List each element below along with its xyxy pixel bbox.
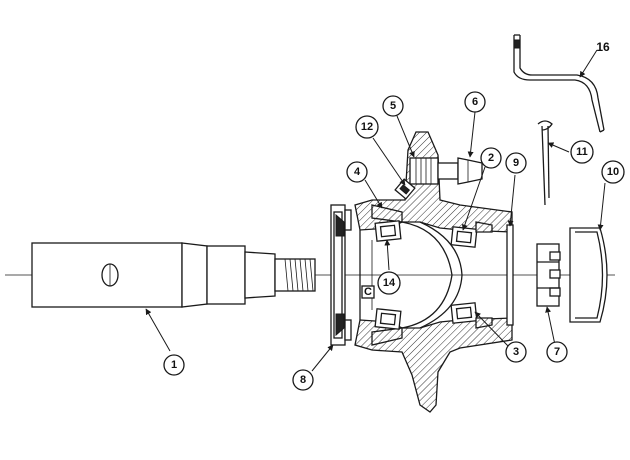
spindle-thread [284,258,314,292]
balloons: 1 2 3 4 5 6 7 8 [163,40,625,391]
stud-knurl [415,158,432,184]
grease-seal [330,204,352,346]
wheel-stud [409,157,459,185]
callout-5: 5 [382,95,404,117]
spindle-axle [31,242,316,308]
callout-11: 11 [570,140,594,164]
lug-nut [457,157,483,185]
callout-6: 6 [464,91,486,113]
callout-c-box: C [361,285,375,299]
cotter-pin [537,120,553,206]
callout-9: 9 [505,152,527,174]
callout-1: 1 [163,354,185,376]
svg-text:6: 6 [472,96,478,108]
svg-text:14: 14 [383,277,396,289]
callout-12: 12 [355,115,379,139]
svg-text:8: 8 [300,374,306,386]
svg-text:11: 11 [576,146,588,158]
inner-bearing-cup [371,204,403,346]
svg-text:9: 9 [513,157,519,169]
spring-clip [513,34,605,133]
callout-c-label: C [364,286,372,298]
svg-text:7: 7 [554,346,560,358]
inner-bearing-cone [371,220,402,330]
callout-10: 10 [601,160,625,184]
svg-text:4: 4 [354,166,361,178]
leader-lines [145,49,606,372]
callout-16: 16 [596,40,610,54]
svg-text:12: 12 [361,121,373,133]
svg-text:2: 2 [488,152,494,164]
callout-14: 14 [377,271,401,295]
svg-text:3: 3 [513,346,519,358]
callout-2: 2 [480,147,502,169]
svg-text:16: 16 [596,40,610,54]
svg-text:1: 1 [171,359,177,371]
dust-cap [569,227,608,323]
callout-3: 3 [505,341,527,363]
callout-4: 4 [346,161,368,183]
spindle-nut [536,243,561,307]
spindle-washer [506,224,514,326]
svg-text:10: 10 [607,166,619,178]
callout-8: 8 [292,369,314,391]
svg-text:5: 5 [390,100,396,112]
outer-bearing-cone [450,226,478,248]
callout-7: 7 [546,341,568,363]
